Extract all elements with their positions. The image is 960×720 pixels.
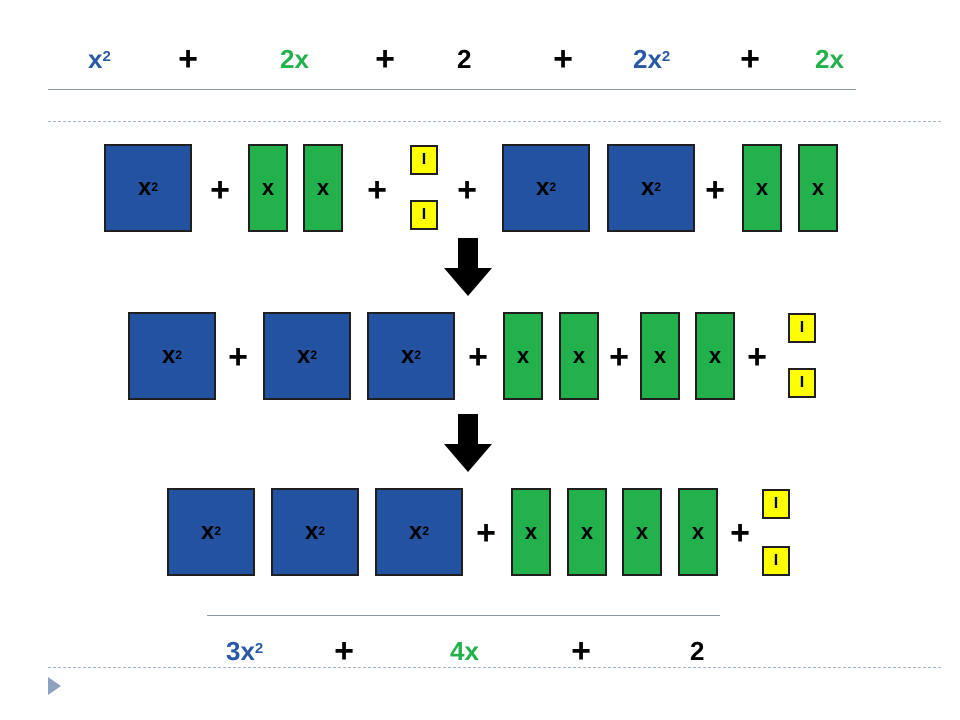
top-term-2: 2 (457, 44, 472, 74)
bottom-term-3x-squared: 3x2 (226, 636, 263, 666)
top-term-x-squared: x2 (88, 44, 111, 74)
x-tile: x (678, 488, 718, 576)
bottom-plus: + (334, 632, 354, 670)
term-exponent: 2 (254, 640, 264, 657)
plus-sign: + (705, 171, 725, 209)
x-tile: x (567, 488, 607, 576)
plus-sign: + (210, 171, 230, 209)
x-tile: x (622, 488, 662, 576)
unit-tile: I (762, 489, 790, 519)
term-base: 3x (226, 636, 255, 666)
top-plus: + (740, 40, 760, 78)
term-exponent: 2 (661, 48, 671, 65)
unit-tile: I (788, 313, 816, 343)
term-exponent: 2 (102, 48, 111, 65)
x-tile: x (798, 144, 838, 232)
x-tile: x (303, 144, 343, 232)
x-tile: x (248, 144, 288, 232)
top-dashed-divider (48, 121, 941, 122)
unit-tile: I (410, 145, 438, 175)
x-tile: x (640, 312, 680, 400)
bottom-dashed-divider (48, 667, 941, 668)
bottom-plus: + (571, 632, 591, 670)
x-tile: x (742, 144, 782, 232)
unit-tile: I (762, 546, 790, 576)
top-term-2x: 2x (280, 44, 309, 74)
plus-sign: + (609, 338, 629, 376)
bottom-term-4x: 4x (450, 636, 479, 666)
top-plus: + (553, 40, 573, 78)
down-arrow-icon (444, 238, 492, 296)
bottom-overline (207, 615, 720, 616)
top-plus: + (375, 40, 395, 78)
bottom-term-2: 2 (690, 636, 705, 666)
plus-sign: + (367, 171, 387, 209)
play-triangle-icon[interactable] (48, 677, 61, 695)
x-tile: x (695, 312, 735, 400)
unit-tile: I (410, 200, 438, 230)
top-term-2x-last: 2x (815, 44, 844, 74)
plus-sign: + (468, 338, 488, 376)
top-term-2x-squared: 2x2 (633, 44, 670, 74)
down-arrow-icon (444, 414, 492, 472)
x-tile: x (559, 312, 599, 400)
plus-sign: + (457, 171, 477, 209)
plus-sign: + (747, 338, 767, 376)
top-underline (48, 89, 856, 90)
plus-sign: + (476, 514, 496, 552)
term-base: 2x (633, 44, 662, 74)
unit-tile: I (788, 368, 816, 398)
term-base: x (88, 44, 103, 74)
plus-sign: + (228, 338, 248, 376)
plus-sign: + (730, 514, 750, 552)
x-tile: x (503, 312, 543, 400)
top-plus: + (178, 40, 198, 78)
x-tile: x (511, 488, 551, 576)
